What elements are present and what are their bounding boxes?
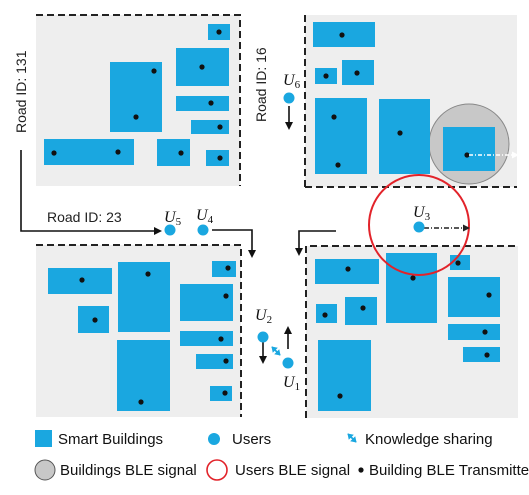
u3-path xyxy=(295,230,336,256)
user-u4 xyxy=(197,224,209,236)
ble-transmitter xyxy=(225,265,231,271)
ble-transmitter xyxy=(484,352,490,358)
user-u1 xyxy=(282,357,294,369)
ble-transmitter xyxy=(222,390,228,396)
smart-building xyxy=(196,354,233,369)
ble-transmitter xyxy=(345,266,351,272)
ble-transmitter xyxy=(217,124,223,130)
road-label-23: Road ID: 23 xyxy=(47,209,122,225)
ble-transmitter xyxy=(208,100,214,106)
legend-building-swatch xyxy=(35,430,52,447)
smart-building xyxy=(212,261,236,277)
users xyxy=(164,92,425,369)
ble-transmitter xyxy=(151,68,157,74)
ble-transmitter xyxy=(360,305,366,311)
user-label-u2: U2 xyxy=(255,307,272,326)
smart-building xyxy=(110,62,162,132)
buildings-top-right xyxy=(313,22,495,174)
user-label-u3: U3 xyxy=(413,204,431,223)
knowledge-sharing-icon xyxy=(271,346,281,356)
smart-building xyxy=(180,331,233,346)
ble-transmitter xyxy=(138,399,144,405)
ble-transmitter xyxy=(217,155,223,161)
smart-building xyxy=(463,347,500,362)
ble-transmitter xyxy=(455,260,461,266)
smart-building xyxy=(386,253,437,323)
road-131-path xyxy=(20,150,162,235)
user-label-u6: U6 xyxy=(283,72,301,91)
ble-transmitter xyxy=(464,152,470,158)
ble-transmitter xyxy=(216,29,222,35)
movement-arrows xyxy=(20,106,336,364)
smart-building xyxy=(379,99,430,174)
legend-users: Users xyxy=(232,431,271,448)
ble-transmitter xyxy=(339,32,345,38)
smart-building xyxy=(176,96,229,111)
user-u2 xyxy=(257,331,269,343)
smart-building xyxy=(210,386,232,401)
user-u6 xyxy=(283,92,295,104)
ble-transmitter xyxy=(145,271,151,277)
ble-transmitter xyxy=(92,317,98,323)
smart-building xyxy=(180,284,233,321)
ble-transmitter xyxy=(223,293,229,299)
legend-building-ble-swatch xyxy=(34,459,56,481)
road-label-16: Road ID: 16 xyxy=(253,47,269,122)
ble-transmitter xyxy=(482,329,488,335)
smart-building xyxy=(448,324,500,340)
road-label-131: Road ID: 131 xyxy=(13,50,29,133)
smart-building xyxy=(345,297,377,325)
ble-transmitter xyxy=(337,393,343,399)
user-label-u5: U5 xyxy=(164,209,182,228)
legend-user-swatch xyxy=(208,433,220,445)
smart-building xyxy=(117,340,170,411)
legend-transmitter: Building BLE Transmitter xyxy=(369,462,529,479)
ble-transmitter xyxy=(79,277,85,283)
ble-transmitter xyxy=(133,114,139,120)
legend: Smart Buildings Users Knowledge sharing … xyxy=(34,430,529,481)
legend-smart-buildings: Smart Buildings xyxy=(58,431,163,448)
ble-transmitter xyxy=(335,162,341,168)
legend-transmitter-swatch xyxy=(358,467,364,473)
legend-knowledge-sharing: Knowledge sharing xyxy=(365,431,493,448)
ble-transmitter xyxy=(51,150,57,156)
ble-transmitter xyxy=(410,275,416,281)
user-label-u4: U4 xyxy=(196,207,214,226)
ble-transmitter xyxy=(223,358,229,364)
buildings-bottom-left xyxy=(48,261,236,411)
smart-building xyxy=(315,259,379,284)
ble-transmitter xyxy=(199,64,205,70)
user-u5 xyxy=(164,224,176,236)
ble-transmitter xyxy=(178,150,184,156)
ble-transmitters xyxy=(51,29,492,405)
legend-user-ble-swatch xyxy=(206,459,228,481)
user-u3 xyxy=(413,221,425,233)
legend-buildings-ble: Buildings BLE signal xyxy=(60,462,197,479)
buildings-bottom-right xyxy=(315,253,500,411)
ble-transmitter xyxy=(322,312,328,318)
ble-transmitter xyxy=(218,336,224,342)
ble-transmitter xyxy=(486,292,492,298)
smart-building xyxy=(157,139,190,166)
smart-building xyxy=(191,120,229,134)
smart-building xyxy=(315,98,367,174)
buildings-top-left xyxy=(44,24,230,166)
legend-knowledge-sharing-icon xyxy=(347,433,357,443)
legend-users-ble: Users BLE signal xyxy=(235,462,350,479)
ble-transmitter xyxy=(115,149,121,155)
ble-transmitter xyxy=(397,130,403,136)
ble-transmitter xyxy=(331,114,337,120)
user-label-u1: U1 xyxy=(283,374,300,393)
smart-building xyxy=(448,277,500,317)
u4-path xyxy=(212,229,256,258)
smart-building xyxy=(443,127,495,171)
smart-building xyxy=(318,340,371,411)
ble-transmitter xyxy=(354,70,360,76)
ble-transmitter xyxy=(323,73,329,79)
smart-building xyxy=(118,262,170,332)
